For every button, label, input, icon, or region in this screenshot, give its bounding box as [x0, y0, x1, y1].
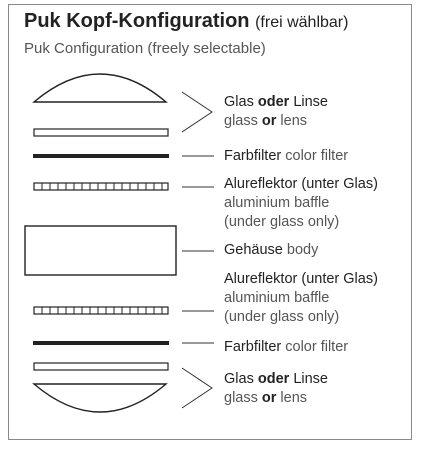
- label-text: glass: [224, 390, 258, 406]
- label-text: Farbfilter: [224, 148, 282, 164]
- label-reflector-top: Alureflektor (unter Glas) aluminium baff…: [224, 175, 378, 232]
- lens-dome-top: [32, 73, 168, 103]
- diagram-frame: [8, 4, 412, 440]
- reflector-top-segments: [41, 183, 163, 190]
- page-subtitle: Puk Configuration (freely selectable): [24, 40, 266, 57]
- label-text: aluminium baffle: [224, 195, 330, 211]
- label-text: or: [261, 113, 277, 129]
- label-text: Linse: [293, 371, 328, 387]
- label-text: color filter: [285, 148, 349, 164]
- label-text: Glas: [224, 371, 254, 387]
- label-housing: Gehäuse body: [224, 241, 318, 260]
- leader-glass-bottom: [181, 367, 213, 409]
- color-filter-bottom: [33, 341, 169, 345]
- title-main: Puk Kopf-Konfiguration: [24, 10, 250, 32]
- label-color-filter-bottom: Farbfilter color filter: [224, 338, 348, 357]
- label-glass-bottom: Glas oder Linse glass or lens: [224, 370, 328, 408]
- label-text: Alureflektor (unter Glas): [224, 271, 378, 287]
- label-reflector-bottom: Alureflektor (unter Glas) aluminium baff…: [224, 270, 378, 327]
- label-text: oder: [257, 371, 290, 387]
- label-text: body: [286, 242, 319, 258]
- housing-body: [24, 225, 177, 276]
- label-text: aluminium baffle: [224, 290, 330, 306]
- glass-plate-bottom: [33, 362, 169, 371]
- label-text: lens: [280, 390, 308, 406]
- label-text: (under glass only): [224, 214, 340, 230]
- label-text: (under glass only): [224, 309, 340, 325]
- reflector-top: [33, 182, 169, 191]
- label-text: Glas: [224, 94, 254, 110]
- label-text: oder: [257, 94, 290, 110]
- label-text: Farbfilter: [224, 339, 282, 355]
- label-text: Gehäuse: [224, 242, 283, 258]
- reflector-bottom-segments: [41, 307, 163, 314]
- label-text: color filter: [285, 339, 349, 355]
- label-text: Linse: [293, 94, 328, 110]
- label-text: or: [261, 390, 277, 406]
- label-glass-top: Glas oder Linse glass or lens: [224, 93, 328, 131]
- page-title: Puk Kopf-Konfiguration (frei wählbar): [24, 10, 348, 33]
- label-text: lens: [280, 113, 308, 129]
- label-text: Alureflektor (unter Glas): [224, 176, 378, 192]
- title-note: (frei wählbar): [255, 14, 349, 31]
- color-filter-top: [33, 154, 169, 158]
- reflector-bottom: [33, 306, 169, 315]
- label-color-filter-top: Farbfilter color filter: [224, 147, 348, 166]
- leader-glass-top: [181, 91, 213, 133]
- lens-dome-bottom: [32, 383, 168, 413]
- glass-plate-top: [33, 128, 169, 137]
- label-text: glass: [224, 113, 258, 129]
